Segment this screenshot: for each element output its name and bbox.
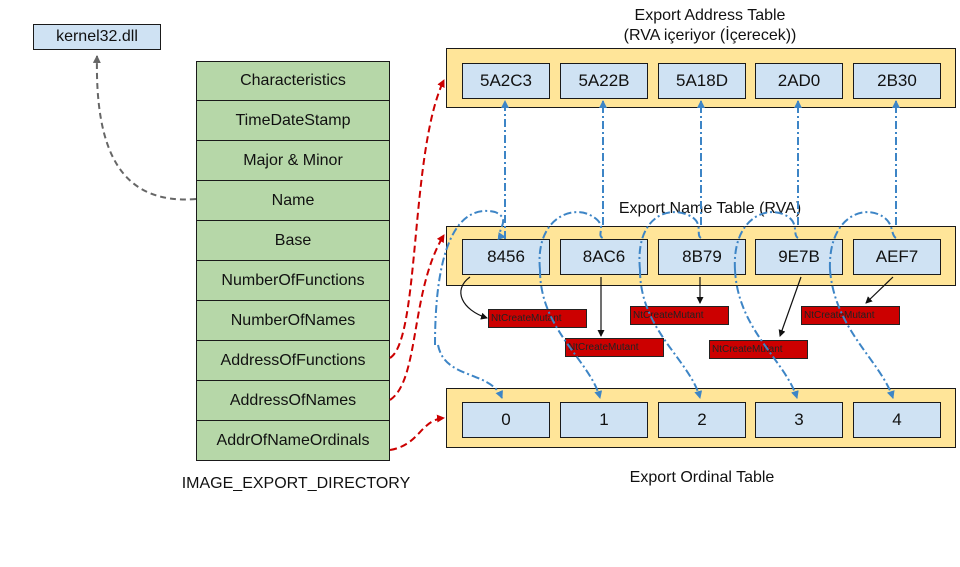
- image-export-directory: Characteristics TimeDateStamp Major & Mi…: [196, 61, 390, 461]
- ordinal-cell: 4: [853, 402, 941, 438]
- field-label: AddressOfNames: [229, 391, 357, 409]
- field-number-of-functions: NumberOfFunctions: [196, 261, 390, 301]
- address-cell: 2AD0: [755, 63, 843, 99]
- field-address-of-names: AddressOfNames: [196, 381, 390, 421]
- ordinal-cell: 1: [560, 402, 648, 438]
- ordinal-curve-arrow: [639, 269, 703, 399]
- address-cell: 5A22B: [560, 63, 648, 99]
- name-to-dll-arrow: [92, 55, 197, 201]
- ordinal-curve-arrow: [539, 269, 603, 399]
- field-number-of-names: NumberOfNames: [196, 301, 390, 341]
- field-characteristics: Characteristics: [196, 61, 390, 101]
- field-addr-of-name-ordinals: AddrOfNameOrdinals: [196, 421, 390, 461]
- ordinal-cell: 0: [462, 402, 550, 438]
- field-label: AddressOfFunctions: [220, 351, 366, 369]
- name-rva-cell: 8456: [462, 239, 550, 275]
- function-name-box: NtCreateMutant: [630, 306, 729, 325]
- export-ordinal-table-title: Export Ordinal Table: [629, 469, 775, 486]
- field-label: Name: [271, 191, 315, 209]
- name-rva-cell: AEF7: [853, 239, 941, 275]
- address-cell: 5A2C3: [462, 63, 550, 99]
- field-label: NumberOfNames: [230, 311, 356, 329]
- directory-caption: IMAGE_EXPORT_DIRECTORY: [181, 475, 411, 492]
- function-name-box: NtCreateMutant: [709, 340, 808, 359]
- export-address-table-title-line1: Export Address Table: [634, 7, 786, 24]
- address-cell: 2B30: [853, 63, 941, 99]
- ordinal-cell: 3: [755, 402, 843, 438]
- export-name-table-title: Export Name Table (RVA): [618, 200, 802, 217]
- field-label: Base: [274, 231, 312, 249]
- field-label: AddrOfNameOrdinals: [216, 431, 370, 449]
- ordinal-curve-arrow: [734, 269, 799, 399]
- kernel32-dll-label: kernel32.dll: [56, 28, 138, 45]
- field-major-minor: Major & Minor: [196, 141, 390, 181]
- export-address-table-title: Export Address Table (RVA içeriyor (İçer…: [560, 6, 860, 46]
- addr-of-name-ordinals-arrow: [389, 414, 445, 451]
- name-rva-cell: 9E7B: [755, 239, 843, 275]
- ordinal-cell: 2: [658, 402, 746, 438]
- name-rva-cell: 8AC6: [560, 239, 648, 275]
- field-label: Major & Minor: [243, 151, 343, 169]
- function-name-box: NtCreateMutant: [565, 338, 664, 357]
- field-base: Base: [196, 221, 390, 261]
- field-label: TimeDateStamp: [235, 111, 351, 129]
- field-name: Name: [196, 181, 390, 221]
- address-of-functions-arrow: [389, 79, 445, 359]
- field-label: Characteristics: [240, 72, 346, 89]
- address-of-names-arrow: [389, 234, 445, 401]
- field-address-of-functions: AddressOfFunctions: [196, 341, 390, 381]
- function-name-box: NtCreateMutant: [801, 306, 900, 325]
- ordinal-curve-arrow: [829, 269, 895, 399]
- export-address-table-title-line2: (RVA içeriyor (İçerecek)): [623, 27, 797, 44]
- address-cell: 5A18D: [658, 63, 746, 99]
- name-rva-cell: 8B79: [658, 239, 746, 275]
- field-timedatestamp: TimeDateStamp: [196, 101, 390, 141]
- kernel32-dll-box: kernel32.dll: [33, 24, 161, 50]
- field-label: NumberOfFunctions: [221, 271, 365, 289]
- function-name-box: NtCreateMutant: [488, 309, 587, 328]
